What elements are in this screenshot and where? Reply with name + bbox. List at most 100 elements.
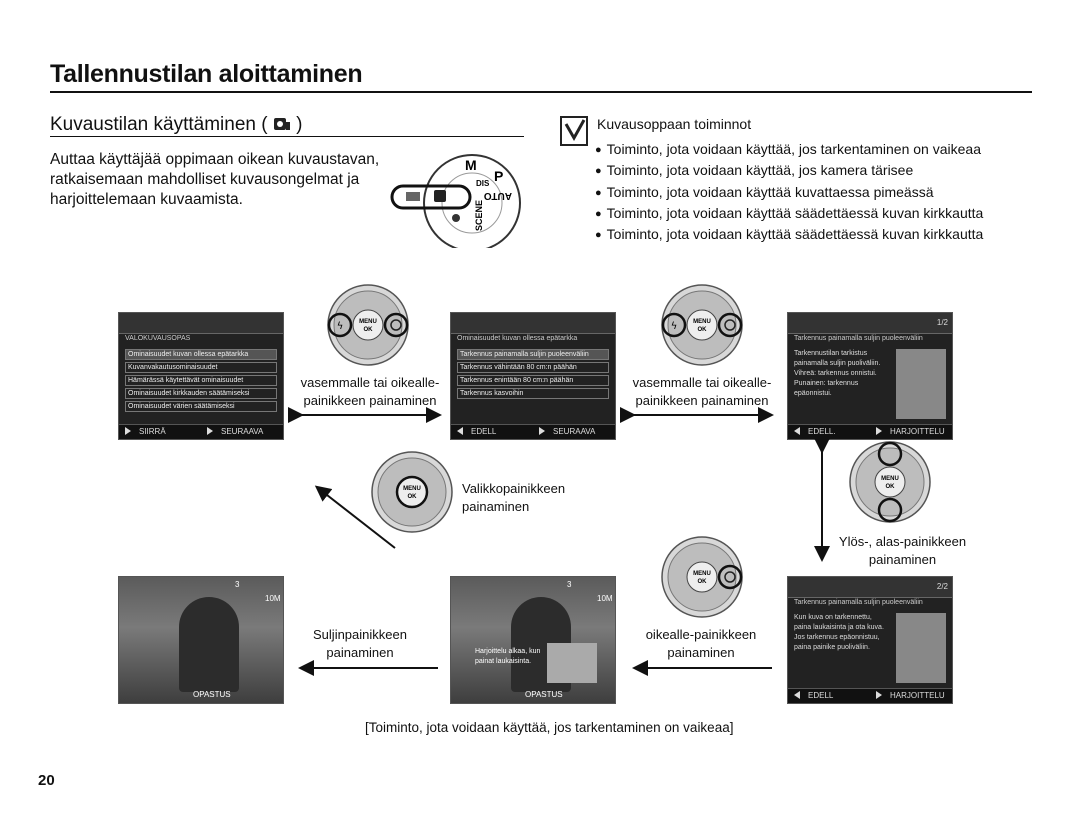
image-size: 10M xyxy=(597,594,613,603)
controller-lr-1: MENU OK ϟ xyxy=(326,283,410,372)
practice-label: HARJOITTELU xyxy=(876,427,945,436)
title-divider xyxy=(50,91,1032,93)
next-label: SEURAAVA xyxy=(539,427,595,436)
controller-pad-icon: MENU OK xyxy=(661,536,743,618)
page-title: Tallennustilan aloittaminen xyxy=(50,60,363,88)
feature-list: Toiminto, jota voidaan käyttää, jos tark… xyxy=(595,141,984,247)
hand-illustration xyxy=(896,349,946,419)
ok-label: OK xyxy=(698,579,708,585)
screen-footer: OPASTUS xyxy=(451,689,615,703)
note-icon xyxy=(560,116,588,146)
menu-label: MENU xyxy=(403,486,421,492)
help-heading: Tarkennus painamalla suljin puoleenvälii… xyxy=(794,599,923,606)
menu-item[interactable]: Kuvanvakautusominaisuudet xyxy=(125,362,277,373)
menu-item[interactable]: Ominaisuudet värien säätämiseksi xyxy=(125,401,277,412)
dial-label-p: P xyxy=(494,168,503,184)
shot-count: 3 xyxy=(235,580,240,589)
feature-item: Toiminto, jota voidaan käyttää säädettäe… xyxy=(595,226,984,247)
menu-label: MENU xyxy=(881,476,899,482)
hand-illustration xyxy=(896,613,946,683)
screen-header xyxy=(119,313,283,334)
back-label: EDELL. xyxy=(794,427,836,436)
menu-item[interactable]: Tarkennus kasvoihin xyxy=(457,388,609,399)
menu-label: MENU xyxy=(359,319,377,325)
controller-updown: MENU OK xyxy=(848,440,932,529)
svg-text:ϟ: ϟ xyxy=(671,321,678,332)
screen-header xyxy=(451,313,615,334)
image-size: 10M xyxy=(265,594,281,603)
ok-label: OK xyxy=(698,327,708,333)
back-label: EDELL xyxy=(794,691,833,700)
focus-help-screen-2: 2/2 Tarkennus painamalla suljin puoleenv… xyxy=(787,576,953,704)
intro-line: harjoittelemaan kuvaamista. xyxy=(50,191,243,208)
screen-footer: EDELL. HARJOITTELU xyxy=(788,424,952,439)
mode-dial-illustration: M P AUTO DIS SCENE xyxy=(390,154,521,248)
note-heading: Kuvausoppaan toiminnot xyxy=(597,116,752,132)
section-title-text: Kuvaustilan käyttäminen ( xyxy=(50,114,273,135)
controller-pad-icon: MENU OK ϟ xyxy=(327,284,409,366)
guide-label[interactable]: OPASTUS xyxy=(525,690,563,699)
feature-item: Toiminto, jota voidaan käyttää, jos kame… xyxy=(595,162,983,183)
help-text: Kun kuva on tarkennettu,paina laukaisint… xyxy=(794,614,884,651)
guide-mode-icon xyxy=(273,118,290,130)
caption-lr-2: vasemmalle tai oikealle-painikkeen paina… xyxy=(632,375,772,408)
controller-pad-icon: MENU OK ϟ xyxy=(661,284,743,366)
menu-item[interactable]: Hämärässä käytettävät ominaisuudet xyxy=(125,375,277,386)
screen-footer: SIIRRÄ SEURAAVA xyxy=(119,424,283,439)
menu-item[interactable]: Ominaisuudet kirkkauden säätämiseksi xyxy=(125,388,277,399)
feature-item: Toiminto, jota voidaan käyttää säädettäe… xyxy=(595,205,984,226)
move-label: SIIRRÄ xyxy=(125,427,166,436)
help-heading: Tarkennus painamalla suljin puoleenvälii… xyxy=(794,335,923,342)
page-number: 20 xyxy=(38,772,55,789)
menu-heading: VALOKUVAUSOPAS xyxy=(125,335,191,342)
menu-item[interactable]: Tarkennus vähintään 80 cm:n päähän xyxy=(457,362,609,373)
controller-pad-icon: MENU OK xyxy=(849,441,931,523)
feature-item: Toiminto, jota voidaan käyttää kuvattaes… xyxy=(595,184,983,205)
couple-photo xyxy=(179,597,239,692)
controller-menu: MENU OK xyxy=(370,450,454,539)
guide-menu-screen: VALOKUVAUSOPAS Ominaisuudet kuvan olless… xyxy=(118,312,284,440)
page-indicator: 2/2 xyxy=(936,582,948,591)
live-view-screen-1: 3 10M OPASTUS xyxy=(118,576,284,704)
screen-footer: EDELL SEURAAVA xyxy=(451,424,615,439)
practice-label: HARJOITTELU xyxy=(876,691,945,700)
svg-text:ϟ: ϟ xyxy=(337,321,344,332)
section-divider xyxy=(50,136,524,137)
figure-caption: [Toiminto, jota voidaan käyttää, jos tar… xyxy=(365,720,734,735)
shot-count: 3 xyxy=(567,580,572,589)
guide-label[interactable]: OPASTUS xyxy=(193,690,231,699)
next-label: SEURAAVA xyxy=(207,427,263,436)
back-label: EDELL xyxy=(457,427,496,436)
ok-label: OK xyxy=(364,327,374,333)
menu-item[interactable]: Tarkennus painamalla suljin puoleenvälii… xyxy=(457,349,609,360)
dial-label-dis: DIS xyxy=(476,179,490,188)
hand-illustration xyxy=(547,643,597,683)
screen-header: 2/2 xyxy=(788,577,952,598)
controller-lr-2: MENU OK ϟ xyxy=(660,283,744,372)
ok-label: OK xyxy=(408,494,418,500)
menu-item[interactable]: Ominaisuudet kuvan ollessa epätarkka xyxy=(125,349,277,360)
menu-label: MENU xyxy=(693,319,711,325)
intro-line: ratkaisemaan mahdolliset kuvausongelmat … xyxy=(50,171,360,188)
focus-help-screen-1: 1/2 Tarkennus painamalla suljin puoleenv… xyxy=(787,312,953,440)
dial-label-scene: SCENE xyxy=(474,200,484,231)
screen-header: 1/2 xyxy=(788,313,952,334)
dial-label-m: M xyxy=(465,157,477,173)
menu-heading: Ominaisuudet kuvan ollessa epätarkka xyxy=(457,335,578,342)
feature-item: Toiminto, jota voidaan käyttää, jos tark… xyxy=(595,141,983,162)
ok-label: OK xyxy=(886,484,896,490)
screen-footer: EDELL HARJOITTELU xyxy=(788,688,952,703)
page-indicator: 1/2 xyxy=(936,318,948,327)
screen-footer: OPASTUS xyxy=(119,689,283,703)
menu-item[interactable]: Tarkennus enintään 80 cm:n päähän xyxy=(457,375,609,386)
controller-right: MENU OK xyxy=(660,535,744,624)
caption-lr-1: vasemmalle tai oikealle-painikkeen paina… xyxy=(300,375,440,408)
intro-text: Auttaa käyttäjää oppimaan oikean kuvaust… xyxy=(50,150,400,210)
dial-label-auto: AUTO xyxy=(484,190,512,201)
